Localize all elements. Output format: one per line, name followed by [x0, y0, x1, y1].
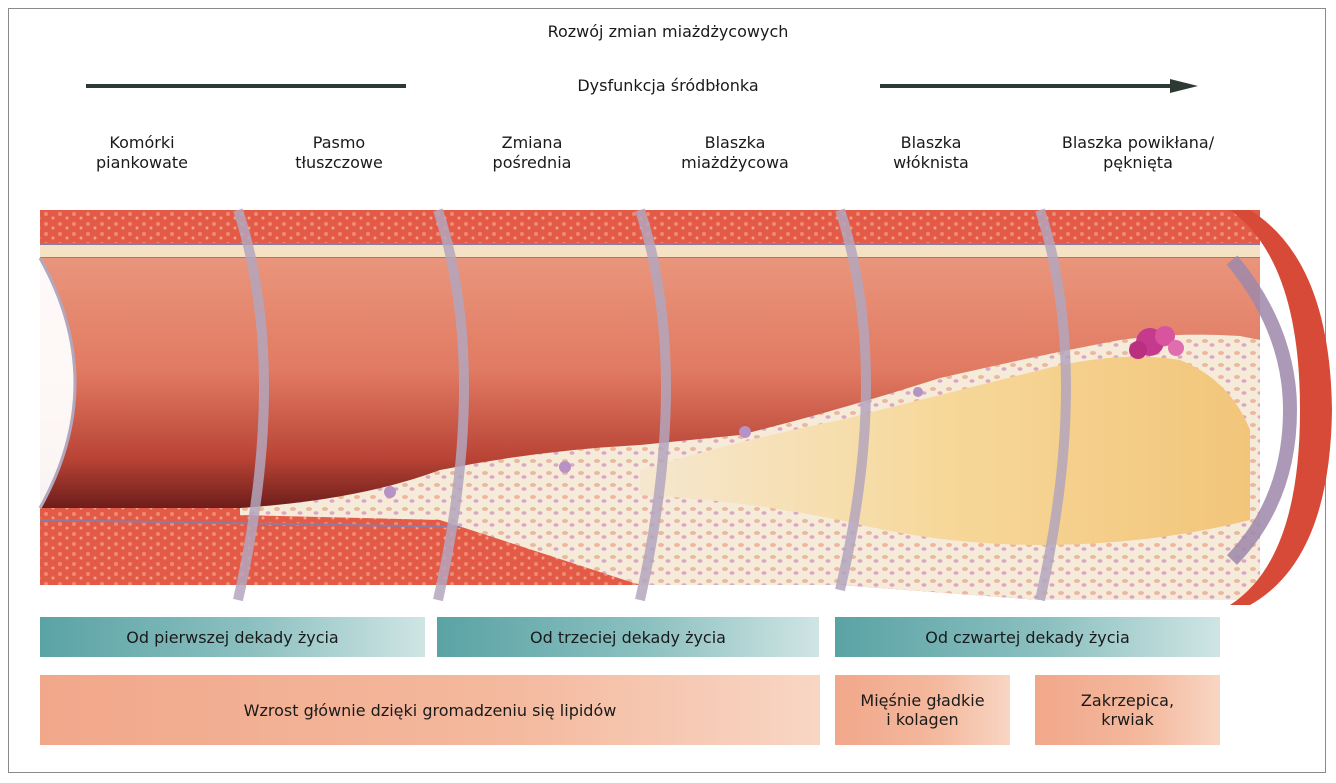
foam-cell-icon: [913, 387, 923, 397]
onset-bar-first-decade: Od pierwszej dekady życia: [40, 617, 425, 657]
foam-cell-icon: [559, 461, 571, 473]
onset-bar-fourth-decade: Od czwartej dekady życia: [835, 617, 1220, 657]
foam-cell-icon: [384, 486, 396, 498]
growth-bar-smooth-muscle: Mięśnie gładkie i kolagen: [835, 675, 1010, 745]
onset-bar-third-decade: Od trzeciej dekady życia: [437, 617, 819, 657]
growth-bar-thrombosis: Zakrzepica, krwiak: [1035, 675, 1220, 745]
artery-illustration: [0, 0, 1336, 610]
foam-cell-icon: [739, 426, 751, 438]
growth-bar-lipids: Wzrost głównie dzięki gromadzeniu się li…: [40, 675, 820, 745]
